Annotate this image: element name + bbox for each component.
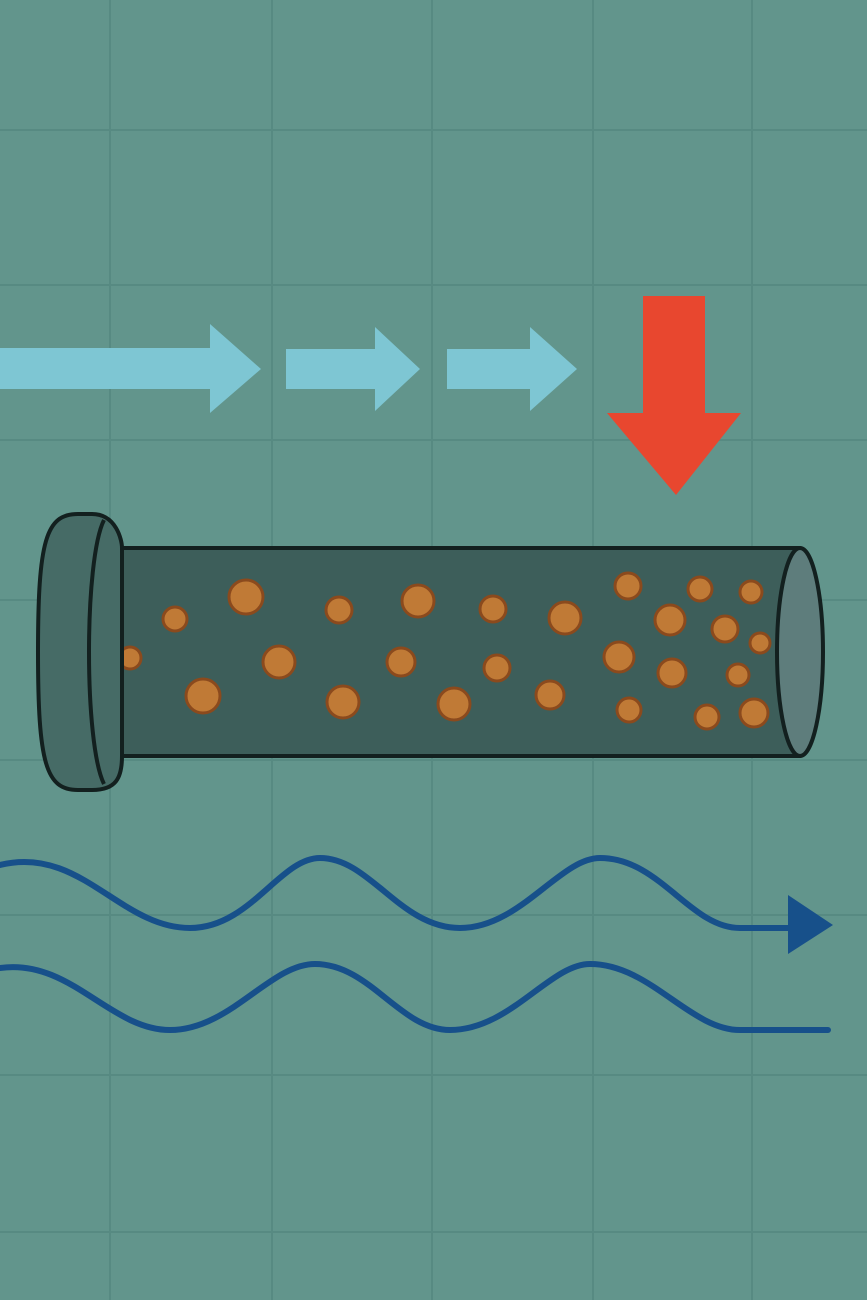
particle <box>385 646 417 678</box>
particle <box>534 679 566 711</box>
particle <box>478 594 508 624</box>
particle <box>686 575 714 603</box>
tube-cap <box>36 512 124 792</box>
particle <box>738 579 764 605</box>
particle <box>653 603 687 637</box>
particle <box>261 644 297 680</box>
tube <box>36 512 825 792</box>
particle <box>324 595 354 625</box>
particle <box>227 578 265 616</box>
wave-lines <box>0 854 831 1034</box>
particle <box>738 697 770 729</box>
wave-line-lower <box>0 960 831 1034</box>
flow-arrows <box>0 324 577 413</box>
particle <box>615 696 643 724</box>
arrowhead-icon <box>788 895 833 954</box>
particle <box>602 640 636 674</box>
down-arrow-icon <box>607 296 741 495</box>
particle <box>436 686 472 722</box>
particle <box>482 653 512 683</box>
right-arrow-icon <box>447 327 577 411</box>
particle <box>693 703 721 731</box>
particle <box>161 605 189 633</box>
tube-cap-edge <box>87 519 106 785</box>
right-arrow-icon <box>0 324 261 413</box>
right-arrow-icon <box>286 327 420 411</box>
particle <box>184 677 222 715</box>
tube-open-end <box>775 546 825 758</box>
particle <box>613 571 643 601</box>
particle <box>656 657 688 689</box>
particle <box>710 614 740 644</box>
particle <box>547 600 583 636</box>
particle <box>400 583 436 619</box>
particle <box>748 631 772 655</box>
particle <box>325 684 361 720</box>
wave-line-upper <box>0 854 795 932</box>
particles <box>117 571 772 731</box>
particle <box>725 662 751 688</box>
